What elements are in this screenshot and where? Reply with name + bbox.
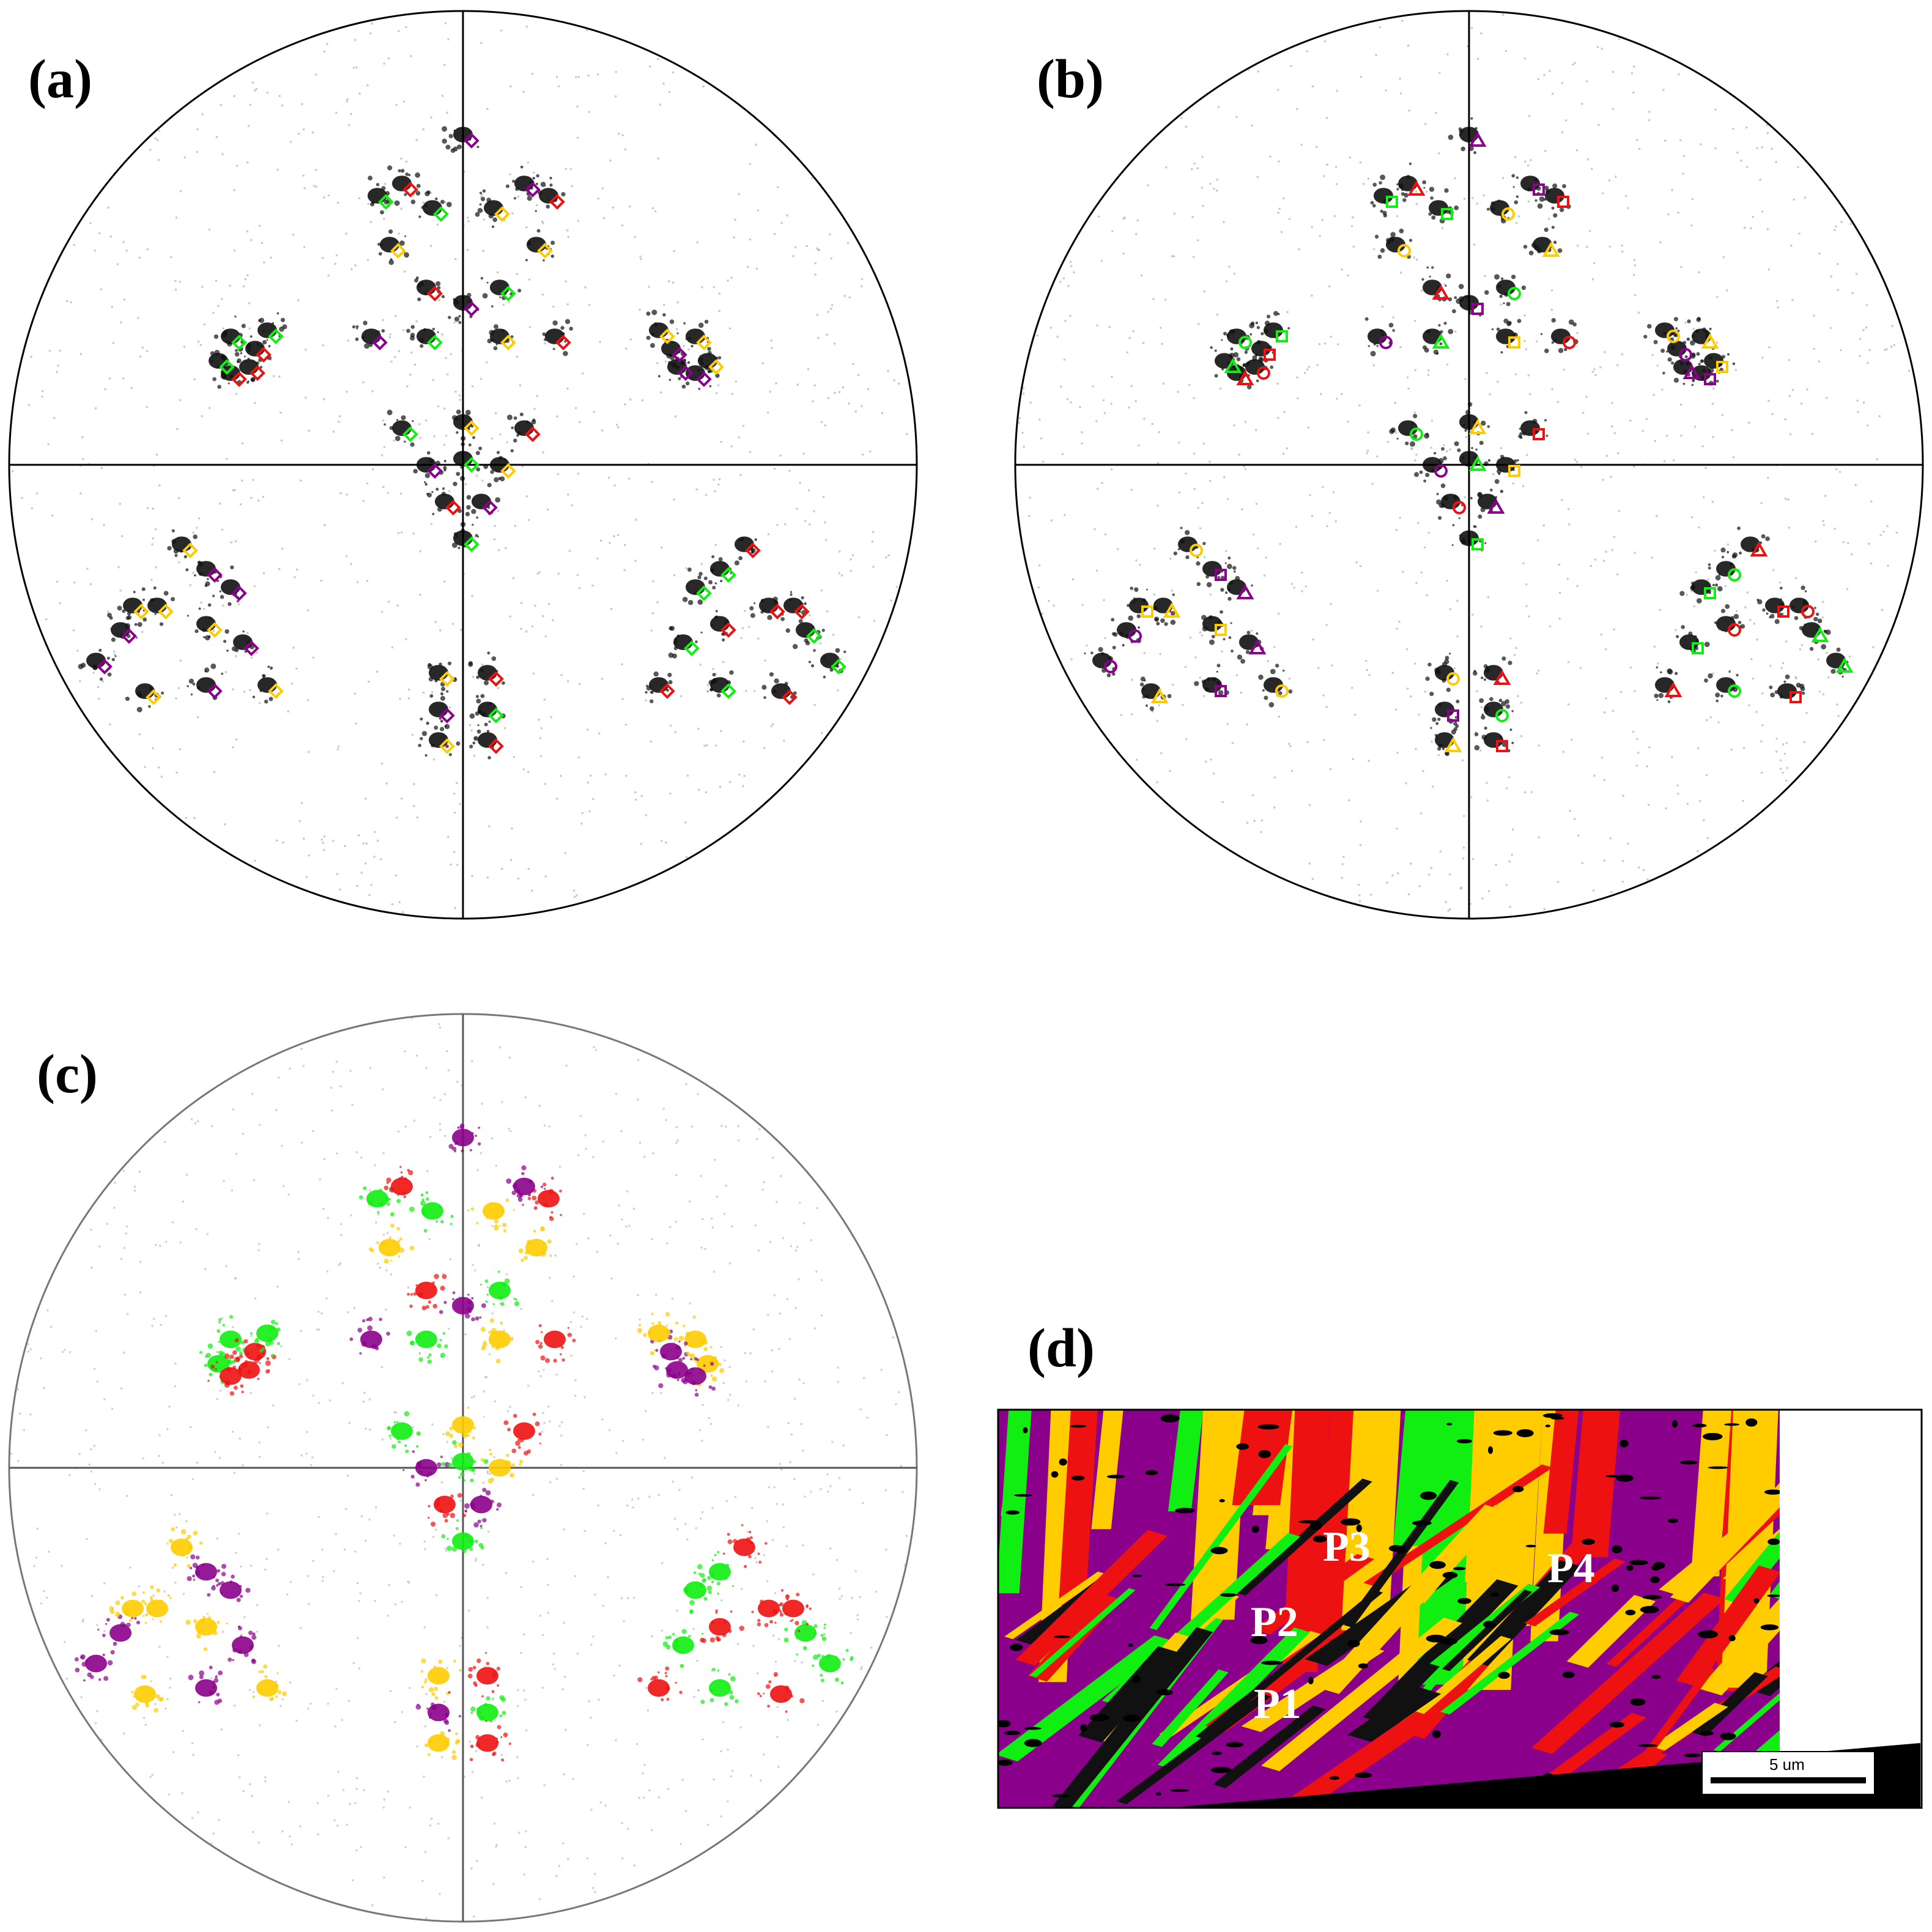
panel-label-c: (c) — [37, 1044, 98, 1105]
panel-label-b: (b) — [1037, 49, 1104, 109]
region-label-p3: P3 — [1323, 1523, 1371, 1571]
variant-map-d — [997, 1408, 1923, 1809]
colored-pole-clusters-c — [75, 1123, 854, 1762]
pole-figure-c — [8, 1013, 918, 1923]
scale-bar-label: 5 um — [1769, 1755, 1805, 1774]
region-label-p2: P2 — [1251, 1599, 1298, 1646]
region-label-p1: P1 — [1254, 1681, 1301, 1728]
background-scatter-a — [11, 22, 908, 914]
background-scatter-b — [1018, 13, 1911, 912]
scale-bar-box — [1701, 1751, 1875, 1795]
pole-figure-b — [1014, 10, 1924, 920]
pole-figure-a — [8, 10, 918, 920]
panel-label-a: (a) — [28, 49, 92, 109]
region-label-p4: P4 — [1547, 1545, 1595, 1592]
variant-markers-a — [97, 133, 846, 754]
variant-markers-b — [1104, 131, 1854, 752]
panel-label-d: (d) — [1027, 1318, 1095, 1379]
scale-bar — [1711, 1777, 1866, 1783]
